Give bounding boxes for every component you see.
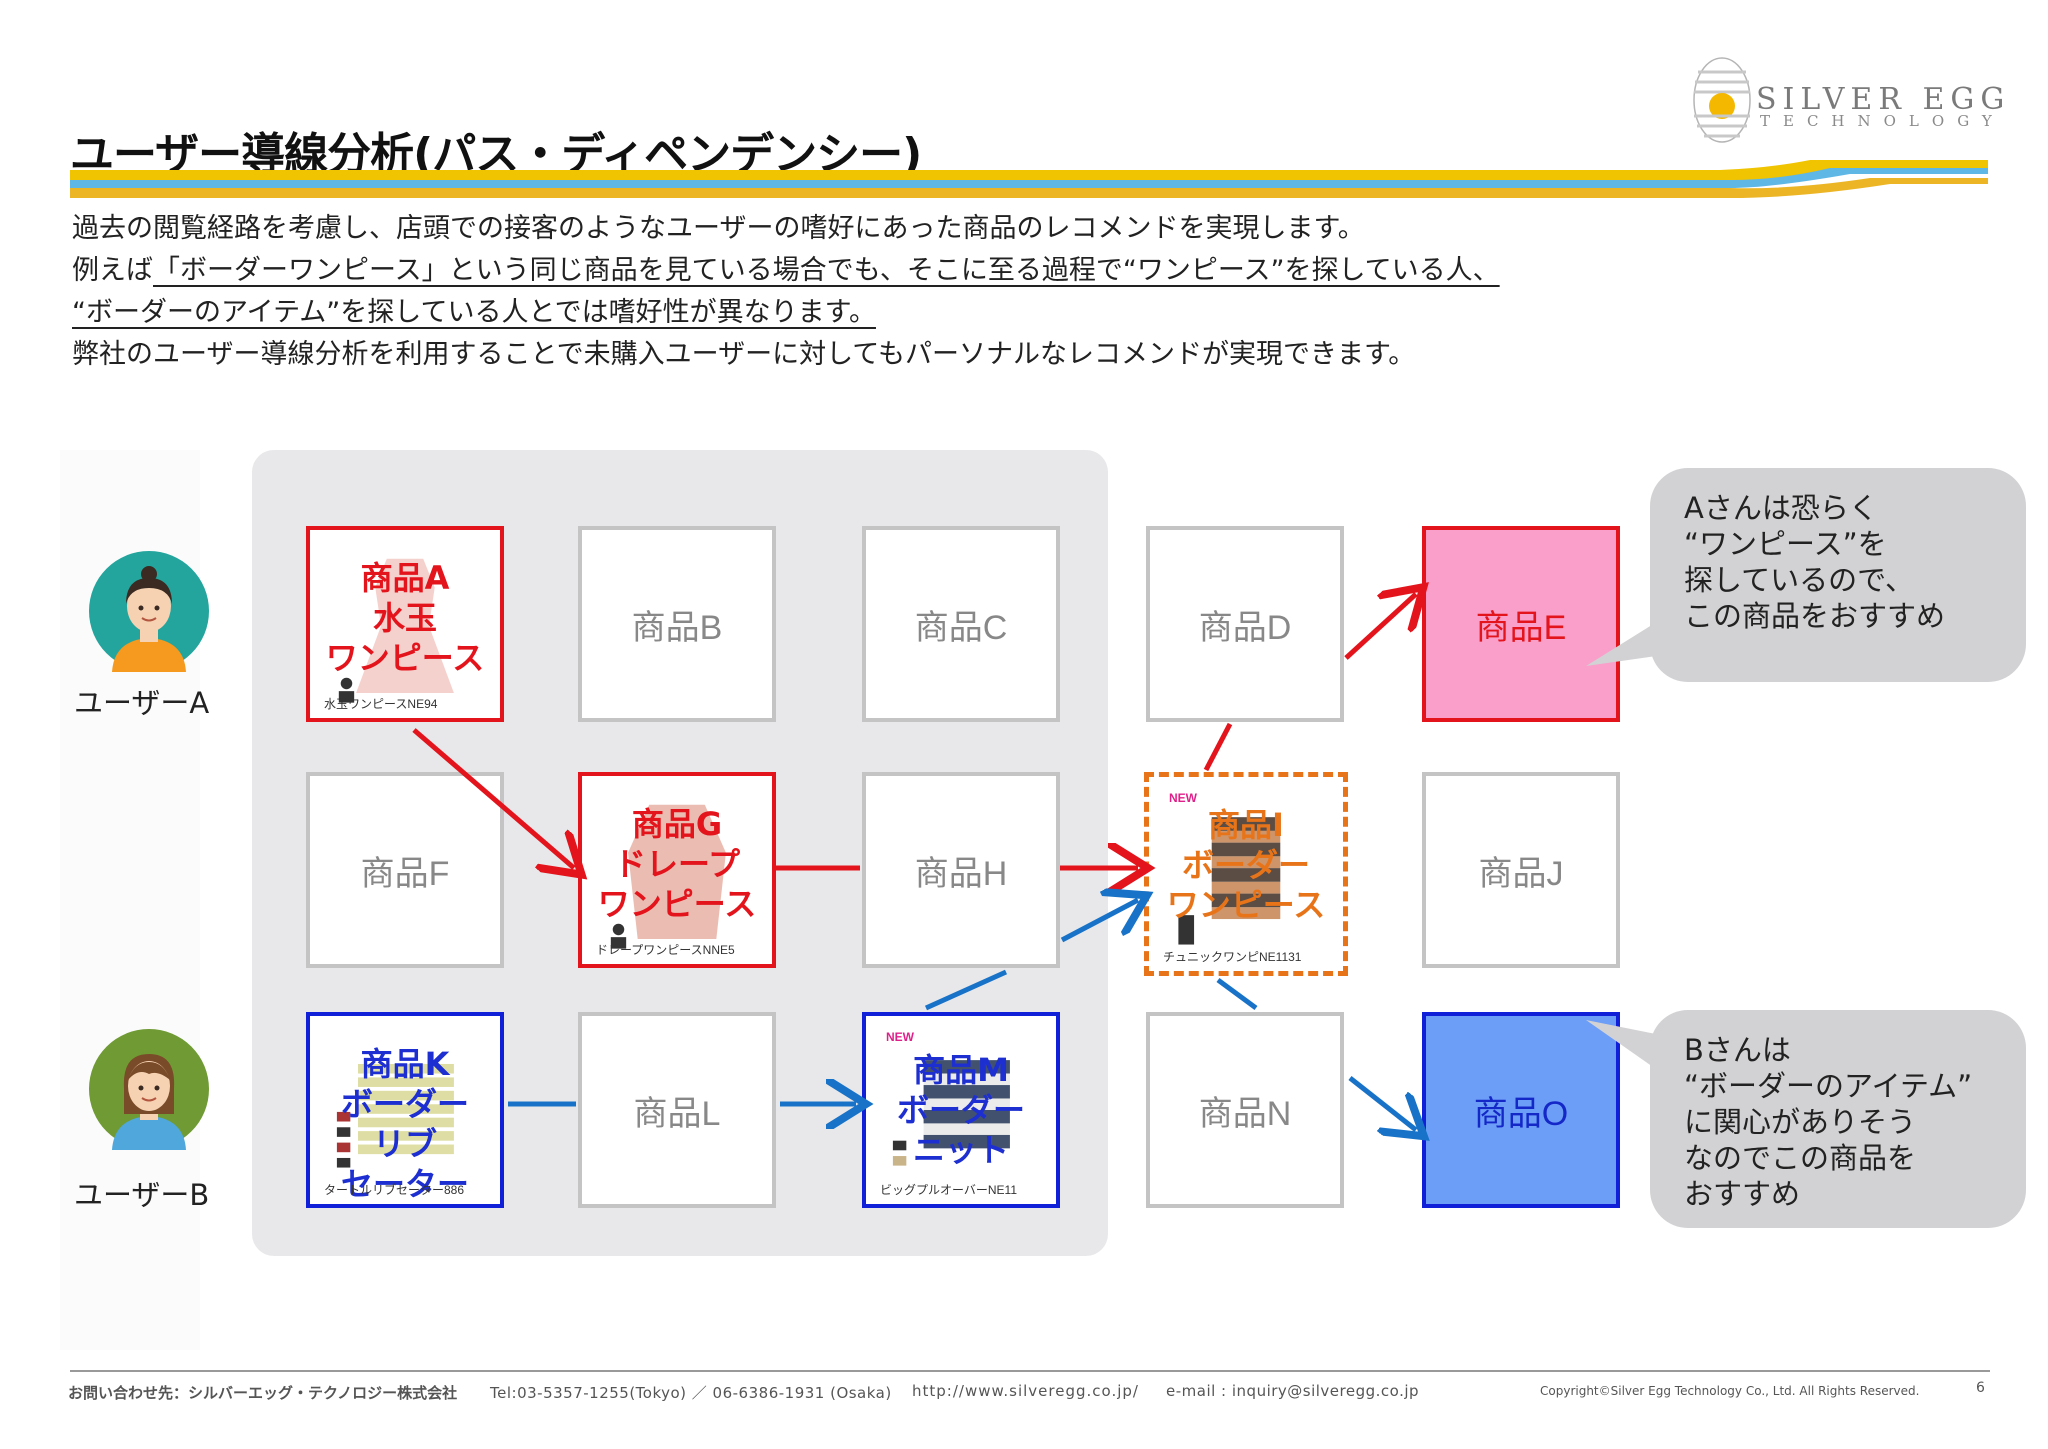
product-m-box[interactable]: NEW 商品M ボーダー ニット ビッグプルオーバーNE11 — [862, 1012, 1060, 1208]
intro-line-3-underlined: “ボーダーのアイテム”を探している人とでは嗜好性が異なります。 — [72, 297, 876, 328]
product-g-label: 商品G ドレープ ワンピース — [597, 805, 757, 923]
user-b-avatar-icon — [89, 1029, 209, 1150]
arrow-i-to-d — [1203, 722, 1233, 772]
product-j-box[interactable]: 商品J — [1422, 772, 1620, 968]
intro-line-2-prefix: 例えば — [72, 255, 153, 286]
bubble-b-tail — [1586, 1020, 1666, 1076]
product-g-box[interactable]: 商品G ドレープ ワンピース ドレープワンピースNNE5 — [578, 772, 776, 968]
product-i-shared-box[interactable]: NEW 商品I ボーダー ワンピース チュニックワンピNE1131 — [1144, 772, 1348, 976]
product-a-caption: 水玉ワンピースNE94 — [324, 697, 438, 711]
product-m-new-badge: NEW — [886, 1030, 914, 1044]
product-l-box[interactable]: 商品L — [578, 1012, 776, 1208]
logo-name: SILVER EGG — [1756, 82, 2011, 117]
product-i-new-badge: NEW — [1169, 791, 1197, 805]
product-f-box[interactable]: 商品F — [306, 772, 504, 968]
footer-email-link[interactable]: e-mail : inquiry@silveregg.co.jp — [1166, 1382, 1420, 1400]
border-knit-image — [892, 1060, 1010, 1166]
logo-subtitle: TECHNOLOGY — [1760, 112, 2005, 130]
footer-phone: Tel:03-5357-1255(Tokyo) ／ 06-6386-1931 (… — [490, 1384, 892, 1402]
product-m-caption: ビッグプルオーバーNE11 — [880, 1183, 1018, 1197]
product-h-box[interactable]: 商品H — [862, 772, 1060, 968]
arrow-d-to-e — [1344, 594, 1416, 660]
user-a-label: ユーザーA — [74, 686, 210, 720]
product-c-box[interactable]: 商品C — [862, 526, 1060, 722]
product-m-label: 商品M ボーダー ニット — [896, 1051, 1025, 1169]
footer-website-link[interactable]: http://www.silveregg.co.jp/ — [912, 1382, 1139, 1400]
user-a-avatar-icon — [89, 551, 209, 672]
footer-divider — [70, 1370, 1990, 1372]
intro-line-4: 弊社のユーザー導線分析を利用することで未購入ユーザーに対してもパーソナルなレコメ… — [72, 339, 1416, 370]
border-dress-image — [1178, 817, 1281, 945]
polka-dot-dress-image — [338, 558, 454, 703]
header-stripes — [70, 160, 1988, 198]
footer-copyright: Copyright©Silver Egg Technology Co., Ltd… — [1540, 1384, 1920, 1398]
silver-egg-logo — [1693, 57, 1751, 143]
product-k-caption: タートルリブセーター886 — [324, 1183, 465, 1197]
drape-dress-image — [610, 804, 726, 949]
product-k-box[interactable]: 商品K ボーダー リブ セーター タートルリブセーター886 — [306, 1012, 504, 1208]
rib-sweater-image — [336, 1063, 454, 1168]
page-number: 6 — [1976, 1380, 1985, 1396]
product-o-recommended-box[interactable]: 商品O — [1422, 1012, 1620, 1208]
intro-line-1: 過去の閲覧経路を考慮し、店頭での接客のようなユーザーの嗜好にあった商品のレコメン… — [72, 213, 1365, 244]
product-n-box[interactable]: 商品N — [1146, 1012, 1344, 1208]
arrow-n-to-o — [1348, 1076, 1416, 1130]
product-a-label: 商品A 水玉 ワンピース — [325, 559, 485, 677]
product-i-caption: チュニックワンピNE1131 — [1163, 950, 1302, 964]
recommendation-bubble-b: Bさんは “ボーダーのアイテム” に関心がありそう なのでこの商品を おすすめ — [1650, 1010, 2026, 1228]
arrow-i-to-n — [1216, 977, 1258, 1011]
footer-contact: お問い合わせ先：シルバーエッグ・テクノロジー株式会社 — [68, 1384, 458, 1402]
product-b-box[interactable]: 商品B — [578, 526, 776, 722]
recommendation-bubble-a: Aさんは恐らく “ワンピース”を 探しているので、 この商品をおすすめ — [1650, 468, 2026, 682]
product-a-box[interactable]: 商品A 水玉 ワンピース 水玉ワンピースNE94 — [306, 526, 504, 722]
intro-line-2: 例えば「ボーダーワンピース」という同じ商品を見ている場合でも、そこに至る過程で“… — [72, 250, 1500, 292]
product-d-box[interactable]: 商品D — [1146, 526, 1344, 722]
product-g-caption: ドレープワンピースNNE5 — [596, 943, 735, 957]
intro-line-2-underlined: 「ボーダーワンピース」という同じ商品を見ている場合でも、そこに至る過程で“ワンピ… — [153, 255, 1500, 286]
user-b-label: ユーザーB — [74, 1178, 210, 1212]
intro-line-3: “ボーダーのアイテム”を探している人とでは嗜好性が異なります。 — [72, 292, 1500, 334]
product-i-label: 商品I ボーダー ワンピース — [1166, 806, 1326, 924]
intro-text: 過去の閲覧経路を考慮し、店頭での接客のようなユーザーの嗜好にあった商品のレコメン… — [72, 208, 1500, 376]
product-k-label: 商品K ボーダー リブ セーター — [340, 1045, 469, 1203]
